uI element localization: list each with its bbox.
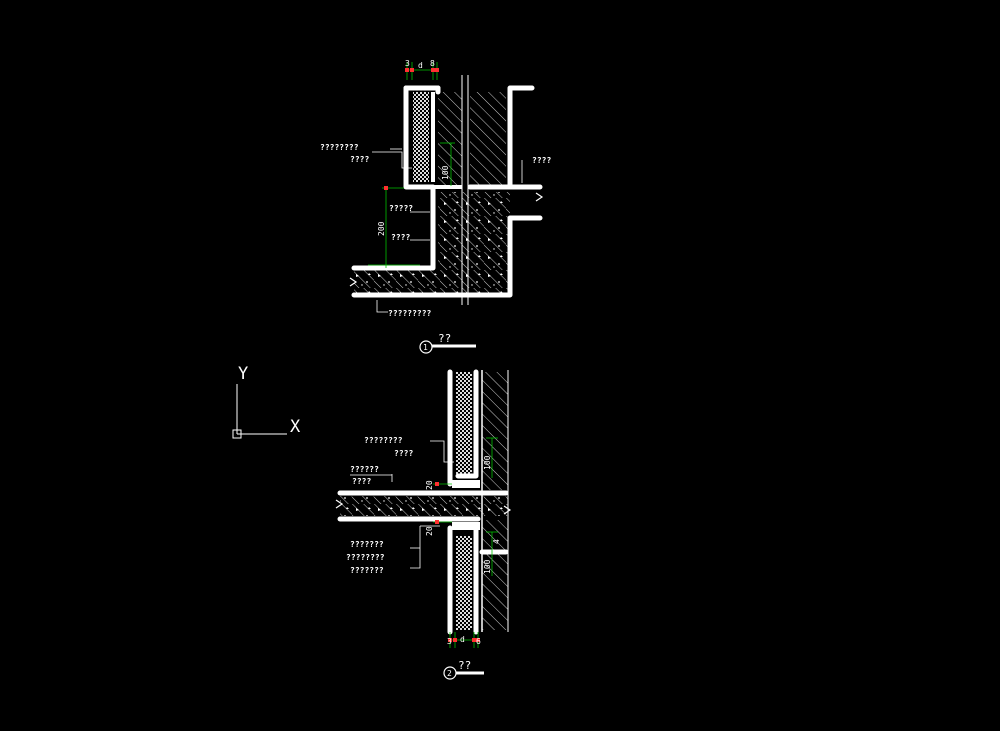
- detail2-number: 2: [447, 669, 452, 678]
- detail2-dim-20-top: 20: [425, 480, 434, 490]
- detail2-label-lower-1: ???????: [350, 540, 384, 549]
- detail2-wall-upper: [482, 372, 508, 490]
- detail2-label-slab-1: ??????: [350, 465, 379, 474]
- ucs-y-label: Y: [238, 364, 248, 384]
- detail2-title: ??: [458, 659, 471, 672]
- detail1-dim-100: 100: [441, 165, 450, 180]
- detail-1: 3 d 8 100: [320, 59, 551, 354]
- detail1-dim-3: 3: [405, 59, 410, 68]
- detail2-label-slab-2: ????: [352, 477, 371, 486]
- ucs-x-label: X: [290, 417, 301, 437]
- detail1-label-left-upper-1: ????????: [320, 143, 359, 152]
- detail2-wall-lower: [482, 520, 508, 630]
- detail1-title: ??: [438, 332, 451, 345]
- detail1-title-block: 1 ??: [419, 332, 476, 354]
- detail2-outline: [337, 369, 509, 635]
- detail2-title-block: 2 ??: [443, 659, 484, 680]
- detail1-dim-200: 200: [377, 221, 386, 236]
- detail1-upper-wall-right: [470, 92, 506, 187]
- detail1-label-left-upper-2: ????: [350, 155, 369, 164]
- detail2-dim-3: 3: [447, 637, 452, 646]
- detail2-label-upper-2: ????: [394, 449, 413, 458]
- detail1-dim-8: 8: [430, 59, 435, 68]
- detail2-label-lower-2: ????????: [346, 553, 385, 562]
- detail2-label-lower-3: ???????: [350, 566, 384, 575]
- detail2-dim-4: 4: [492, 539, 501, 544]
- detail2-slab: [340, 496, 508, 516]
- detail2-dim-100-top: 100: [483, 455, 492, 470]
- detail1-label-left-mid-1: ?????: [389, 204, 413, 213]
- detail1-label-bottom: ?????????: [388, 309, 432, 318]
- detail-2: 100 20 20 4 100 3 d 6 ????????: [335, 369, 512, 680]
- detail1-concrete-slab: [354, 192, 510, 293]
- detail2-label-upper-1: ????????: [364, 436, 403, 445]
- ucs-icon: [232, 384, 287, 439]
- detail1-number: 1: [423, 343, 428, 352]
- detail2-dim-6: 6: [476, 637, 481, 646]
- detail1-upper-wall-left: [438, 92, 462, 187]
- detail1-dim-d: d: [418, 61, 423, 70]
- detail1-insulation: [413, 92, 429, 182]
- detail2-insulation-lower: [456, 536, 472, 630]
- detail2-dim-100-bottom: 100: [483, 559, 492, 574]
- detail2-insulation-upper: [456, 372, 472, 474]
- detail2-dim-20-bottom: 20: [425, 526, 434, 536]
- detail1-label-right: ????: [532, 156, 551, 165]
- detail2-dim-d: d: [460, 635, 465, 644]
- detail1-label-left-mid-2: ????: [391, 233, 410, 242]
